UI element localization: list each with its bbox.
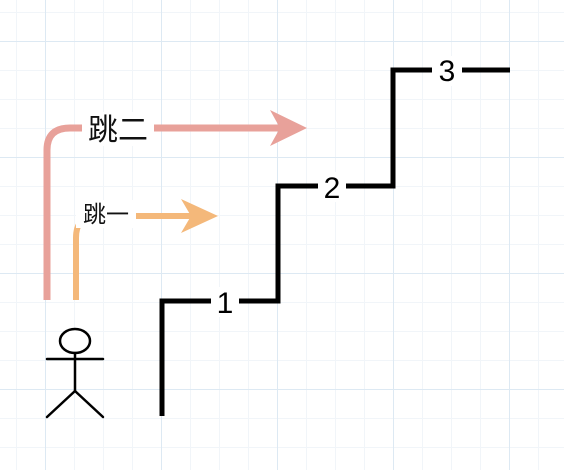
jump-one-arrow: 跳一 xyxy=(73,199,218,300)
step-2-number: 2 xyxy=(324,172,341,205)
stick-figure-left-leg xyxy=(45,389,77,419)
jump-two-arrowhead xyxy=(270,110,307,146)
stick-figure-right-leg xyxy=(73,389,105,419)
stick-figure-head xyxy=(58,327,92,355)
step-1-number: 1 xyxy=(217,287,234,320)
jump-two-label: 跳二 xyxy=(88,113,148,148)
step-1: 1 xyxy=(211,287,239,320)
staircase: 1 2 3 xyxy=(159,55,510,416)
jump-one-label: 跳一 xyxy=(83,202,129,228)
jump-one-path xyxy=(73,213,192,300)
step-3: 3 xyxy=(432,55,462,88)
step-2: 2 xyxy=(318,172,346,205)
jump-two-label-bg xyxy=(82,112,154,146)
jump-two-path xyxy=(43,124,280,300)
jump-one-arrowhead xyxy=(181,199,218,233)
stick-figure-icon xyxy=(45,327,105,419)
step-2-label-bg xyxy=(318,172,346,202)
step-1-label-bg xyxy=(211,287,239,317)
staircase-line xyxy=(159,67,510,416)
step-3-number: 3 xyxy=(439,55,456,88)
jump-one-label-bg xyxy=(76,200,136,228)
step-3-label-bg xyxy=(432,56,462,86)
jump-two-arrow: 跳二 xyxy=(43,110,307,300)
